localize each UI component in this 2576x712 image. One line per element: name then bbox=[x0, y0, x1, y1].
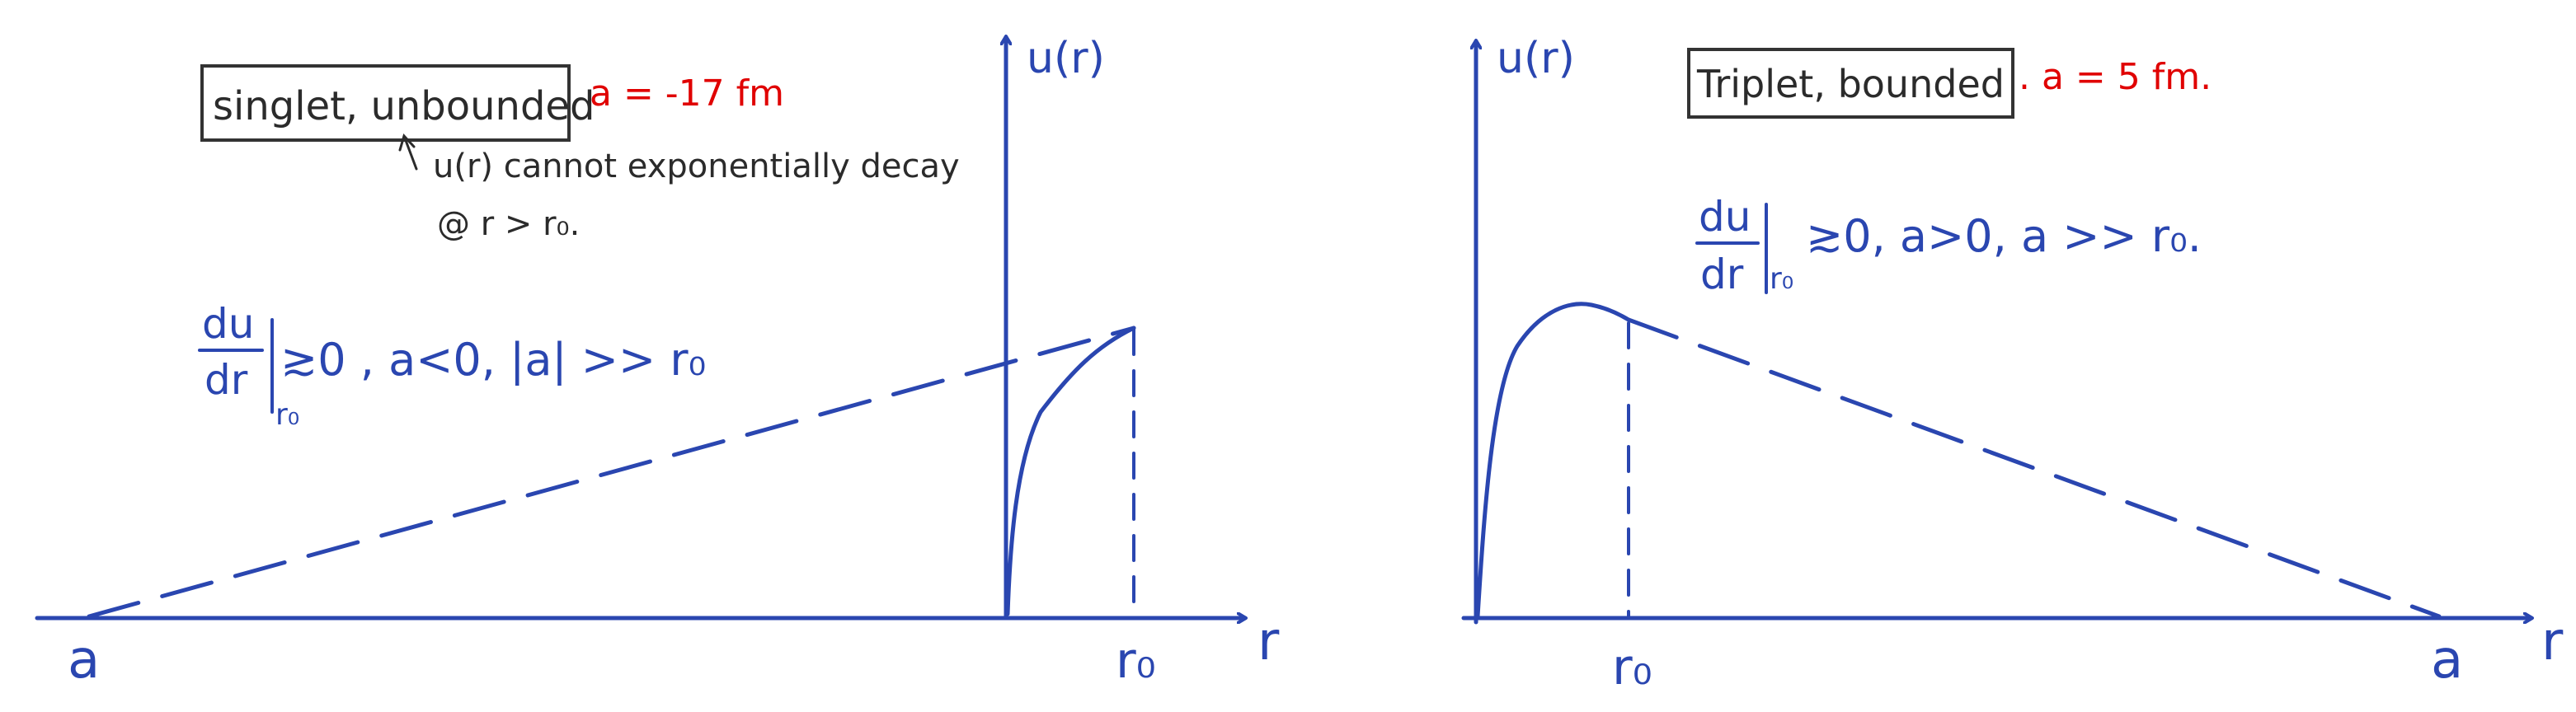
right-deriv-numerator: du bbox=[1699, 193, 1751, 241]
left-note-arrow bbox=[398, 134, 418, 171]
right-label-a: a bbox=[2431, 630, 2463, 691]
right-scattering-length: . a = 5 fm. bbox=[2019, 56, 2212, 98]
left-deriv-numerator: du bbox=[202, 300, 254, 348]
right-panel: u(r) r r₀ a Triplet, bounded . a = 5 fm.… bbox=[1461, 34, 2564, 696]
left-conditions: ≳0 , a<0, |a| >> r₀ bbox=[280, 334, 706, 386]
left-note-line1: u(r) cannot exponentially decay bbox=[433, 148, 960, 185]
left-deriv-denominator: dr bbox=[204, 356, 248, 404]
right-deriv-subscript: r₀ bbox=[1770, 262, 1793, 296]
right-box bbox=[1687, 48, 2014, 119]
right-wavefunction-curve bbox=[1475, 302, 1631, 619]
left-panel: u(r) r a r₀ singlet, unbounded a = -17 f… bbox=[35, 34, 1280, 691]
right-y-axis-label: u(r) bbox=[1497, 34, 1575, 83]
left-wavefunction-curve bbox=[1005, 326, 1136, 616]
right-boxed-label: Triplet, bounded bbox=[1696, 62, 2005, 106]
right-conditions: ≳0, a>0, a >> r₀. bbox=[1806, 210, 2202, 262]
left-y-axis-label: u(r) bbox=[1027, 34, 1105, 83]
left-boxed-label: singlet, unbounded bbox=[213, 83, 595, 129]
right-deriv-denominator: dr bbox=[1700, 251, 1744, 298]
left-box bbox=[200, 64, 571, 142]
left-deriv-subscript: r₀ bbox=[275, 398, 299, 432]
left-note-line2: @ r > r₀. bbox=[437, 205, 580, 243]
left-label-a: a bbox=[68, 630, 100, 691]
right-label-r0: r₀ bbox=[1612, 639, 1652, 696]
left-x-axis-label: r bbox=[1257, 611, 1280, 672]
left-label-r0: r₀ bbox=[1116, 632, 1156, 690]
right-extrapolation-line bbox=[1626, 317, 2442, 619]
left-scattering-length: a = -17 fm bbox=[590, 73, 784, 115]
left-extrapolation-line bbox=[87, 326, 1136, 619]
right-x-axis-label: r bbox=[2541, 611, 2564, 672]
